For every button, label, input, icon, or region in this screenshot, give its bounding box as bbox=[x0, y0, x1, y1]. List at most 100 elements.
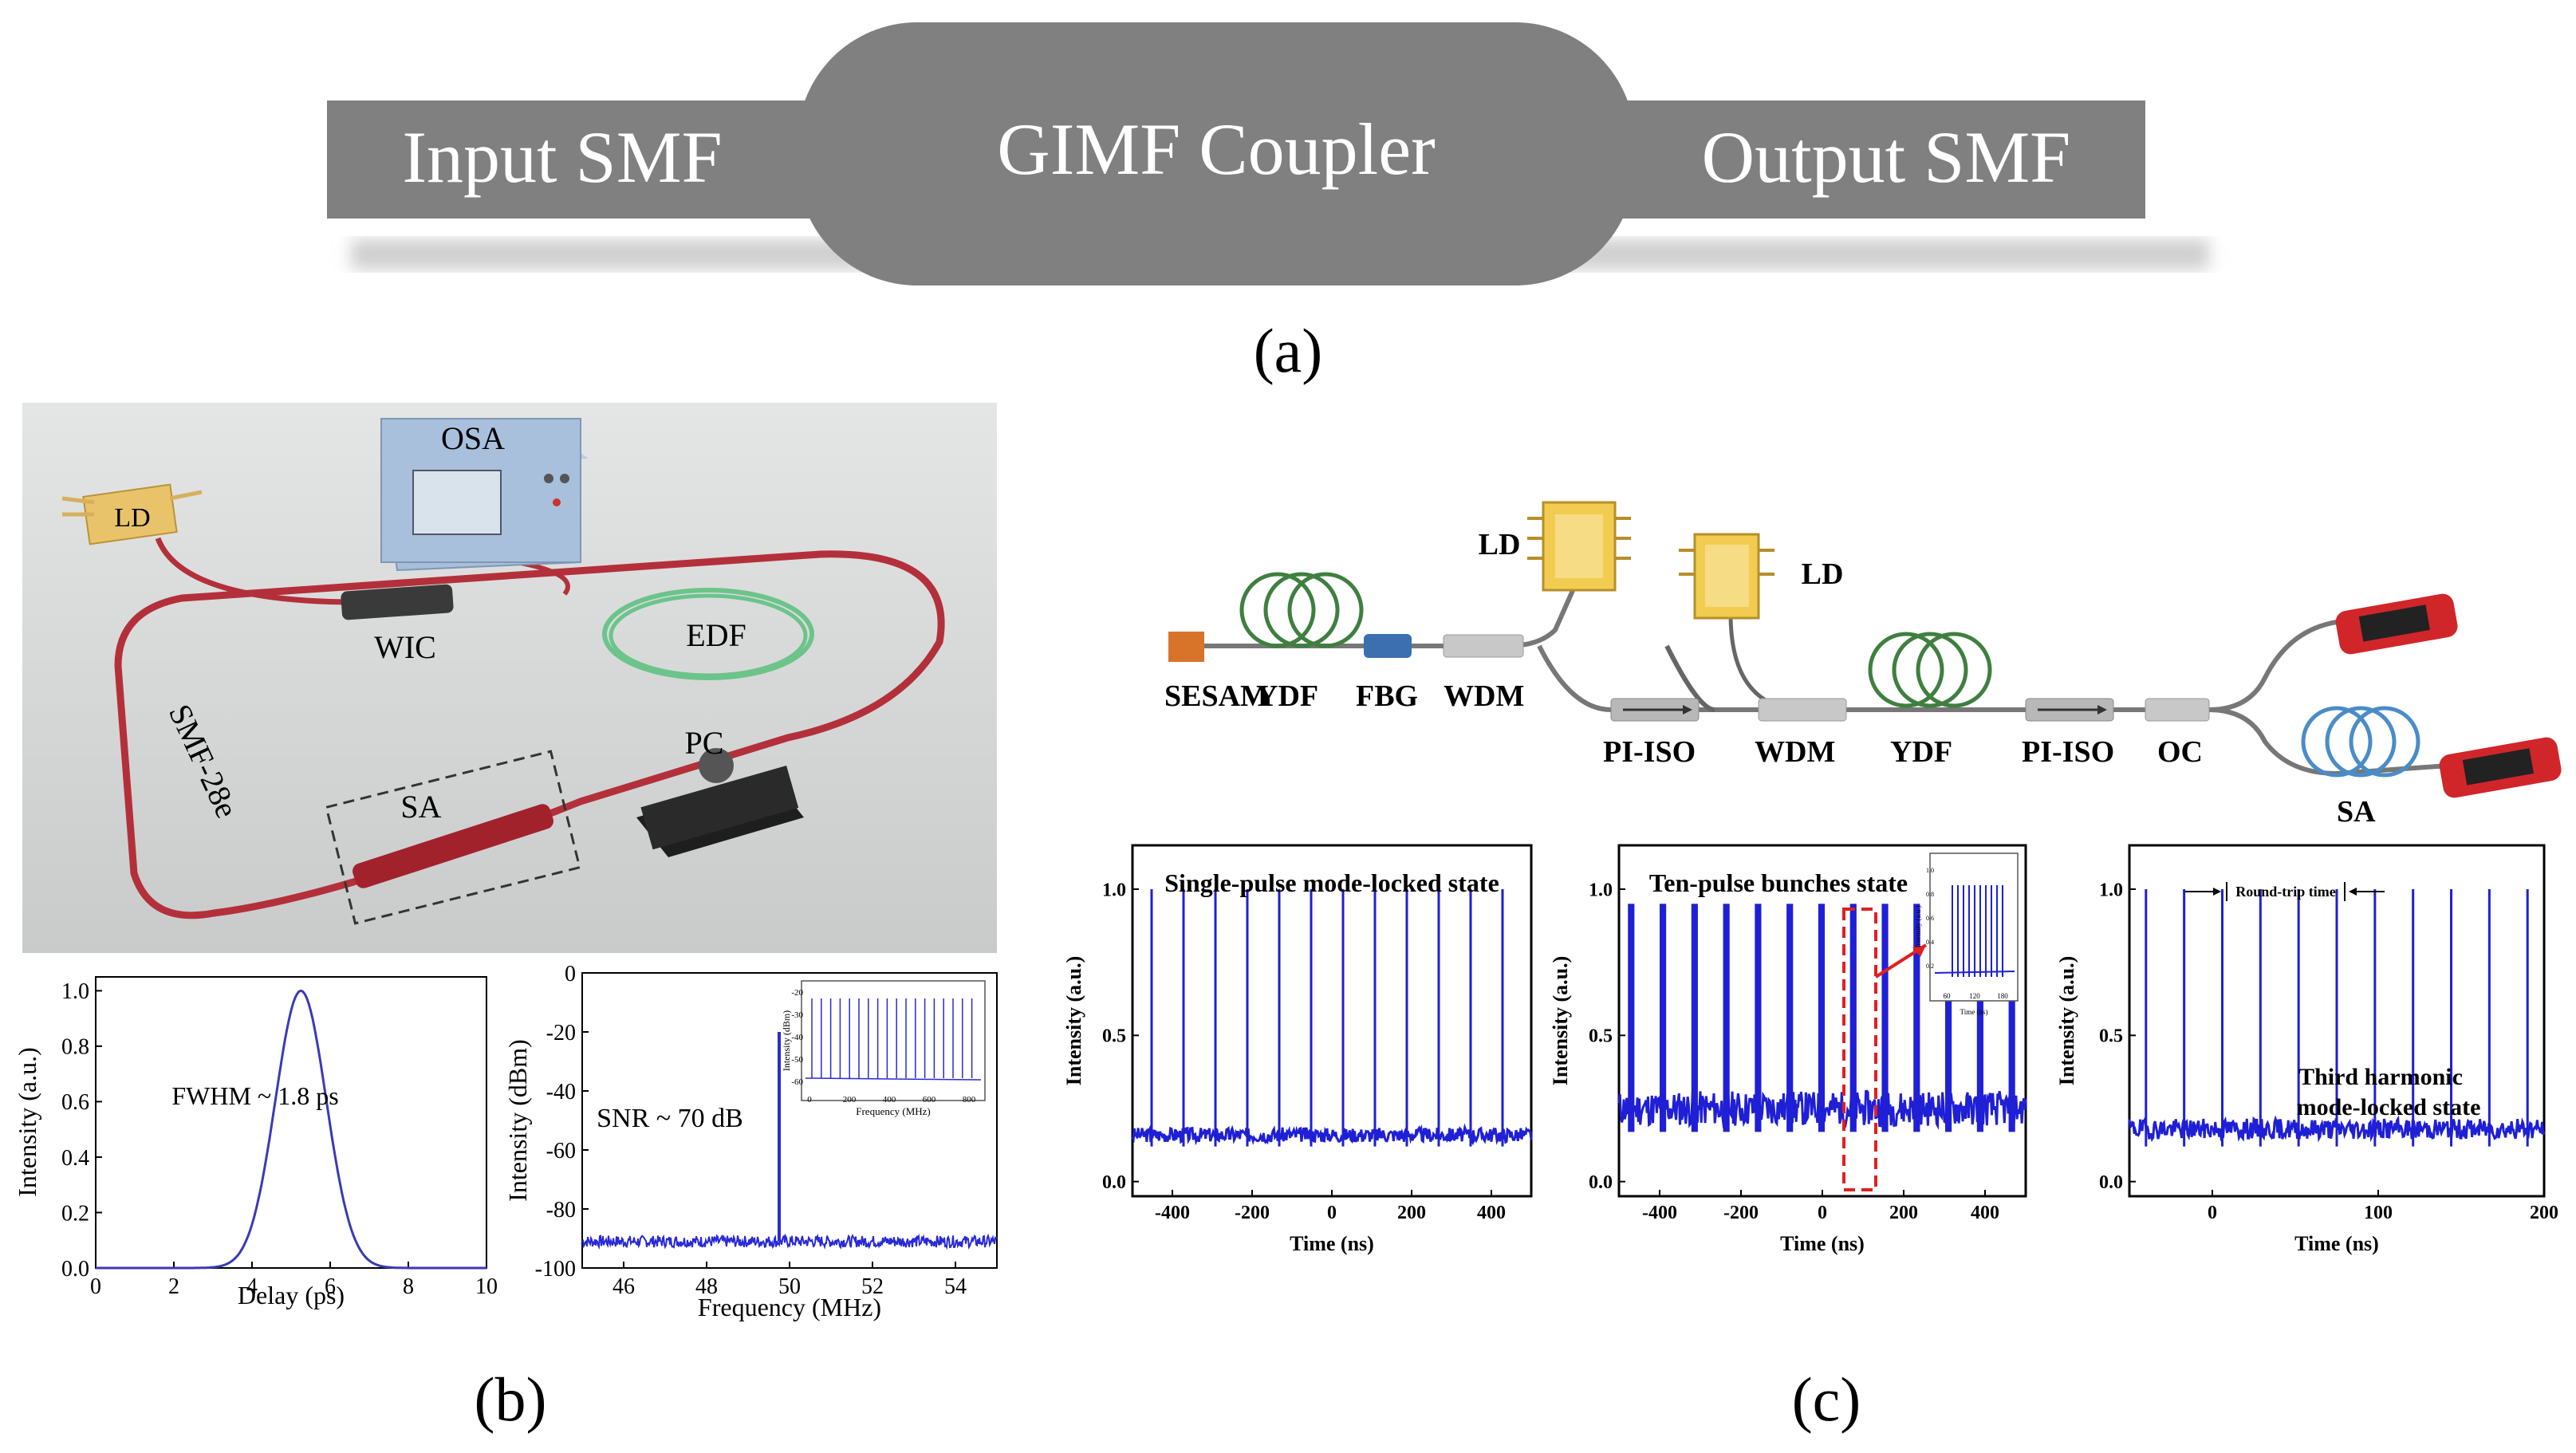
y-tick-label: 0.0 bbox=[1102, 1172, 1126, 1193]
panel-label-b: (b) bbox=[474, 1364, 547, 1434]
fbg-device bbox=[1364, 634, 1412, 658]
tp-inset-ytick: 0.6 bbox=[1926, 915, 1934, 922]
sa-label-b: SA bbox=[400, 789, 441, 825]
ydf-label-1: YDF bbox=[1256, 679, 1318, 713]
x-tick-label: 0 bbox=[2208, 1203, 2217, 1223]
y-tick-label: 0.0 bbox=[61, 1257, 89, 1282]
tp-inset-xlabel: Time (ns) bbox=[1960, 1008, 1988, 1016]
tp-inset-xtick: 120 bbox=[1969, 992, 1980, 1000]
x-tick-label: 48 bbox=[695, 1274, 718, 1299]
x-tick-label: -200 bbox=[1723, 1203, 1759, 1223]
ld1-device bbox=[1527, 501, 1631, 592]
x-tick-label: 0 bbox=[90, 1274, 101, 1299]
tp-bunch bbox=[1881, 904, 1889, 1132]
osa-label: OSA bbox=[441, 420, 505, 456]
edf-label: EDF bbox=[686, 617, 746, 653]
tp-ylabel: Intensity (a.u.) bbox=[1549, 956, 1572, 1086]
tp-inset-ytick: 0.4 bbox=[1926, 939, 1934, 946]
y-tick-label: 0.2 bbox=[61, 1201, 89, 1226]
tp-bunch bbox=[2008, 904, 2015, 1132]
th-xlabel: Time (ns) bbox=[2294, 1232, 2379, 1255]
y-tick-label: 0.8 bbox=[61, 1035, 89, 1060]
panel-a-diagram: Input SMF GIMF Coupler Output SMF bbox=[327, 22, 2209, 285]
wdm-label-2: WDM bbox=[1755, 735, 1835, 769]
edf-coil bbox=[602, 588, 814, 680]
x-tick-label: 46 bbox=[612, 1274, 635, 1299]
autocorrelation-curve bbox=[96, 989, 486, 1270]
panel-label-c: (c) bbox=[1791, 1364, 1861, 1434]
tp-inset-ytick: 0.8 bbox=[1926, 891, 1934, 898]
y-tick-label: 0.6 bbox=[61, 1090, 89, 1115]
tp-inset-ylabel: Intensity (a.u.) bbox=[1914, 906, 1922, 948]
wic-label: WIC bbox=[374, 629, 436, 665]
x-tick-label: -400 bbox=[1155, 1203, 1190, 1223]
rf-inset-ylabel: Intensity (dBm) bbox=[781, 1010, 792, 1071]
x-tick-label: 400 bbox=[1971, 1203, 1999, 1223]
y-tick-label: -60 bbox=[546, 1139, 576, 1164]
tp-bunch bbox=[1849, 904, 1857, 1132]
tp-inset-ytick: 1.0 bbox=[1926, 867, 1934, 874]
gimf-coupler-label: GIMF Coupler bbox=[997, 108, 1435, 190]
tp-bunch bbox=[1945, 904, 1952, 1132]
wdm-label-1: WDM bbox=[1444, 679, 1524, 713]
tp-inset-xtick: 180 bbox=[1997, 992, 2008, 1000]
x-tick-label: 200 bbox=[1889, 1203, 1918, 1223]
x-tick-label: -200 bbox=[1235, 1203, 1270, 1223]
power-meter-2 bbox=[2439, 737, 2562, 798]
sa-label-c: SA bbox=[2337, 795, 2376, 829]
x-tick-label: 10 bbox=[475, 1274, 498, 1299]
panel-label-a: (a) bbox=[1253, 316, 1323, 385]
panel-c-setup: LD LD SESAM YDF FBG WDM PI- bbox=[1164, 501, 2562, 829]
sp-xlabel: Time (ns) bbox=[1290, 1232, 1374, 1255]
pc-device bbox=[636, 748, 804, 857]
oc-branch-up bbox=[2208, 620, 2338, 712]
x-tick-label: 50 bbox=[778, 1274, 801, 1299]
x-tick-label: 52 bbox=[861, 1274, 884, 1299]
ld-fiber bbox=[155, 537, 358, 605]
y-tick-label: -20 bbox=[546, 1021, 576, 1045]
y-tick-label: 1.0 bbox=[1589, 880, 1613, 900]
rf-inset-ytick: -30 bbox=[791, 1010, 803, 1020]
plot-frame bbox=[95, 976, 487, 1269]
rf-inset-xtick: 800 bbox=[963, 1095, 976, 1105]
tp-xlabel: Time (ns) bbox=[1780, 1232, 1865, 1255]
panel-b-setup: OSA LD WIC EDF PC SA SMF-28e bbox=[22, 403, 997, 953]
tp-bunch bbox=[1755, 904, 1762, 1132]
wdm-device-1 bbox=[1443, 634, 1524, 658]
x-tick-label: 8 bbox=[403, 1274, 414, 1299]
ld-label-b: LD bbox=[114, 503, 150, 533]
round-trip-annotation bbox=[2185, 882, 2385, 901]
wic-device bbox=[341, 584, 454, 620]
rf-inset-floor bbox=[805, 1077, 982, 1081]
oc-label: OC bbox=[2157, 735, 2203, 769]
ld-device bbox=[61, 483, 203, 545]
state-label-2: mode-locked state bbox=[2297, 1094, 2481, 1120]
sa-device bbox=[353, 804, 553, 888]
x-tick-label: 54 bbox=[944, 1274, 967, 1299]
rf-inset-xtick: 0 bbox=[807, 1095, 812, 1105]
rf-inset-xtick: 600 bbox=[923, 1095, 936, 1105]
ydf-coil-2 bbox=[1868, 632, 1992, 708]
rf-inset-ytick: -60 bbox=[791, 1077, 803, 1087]
tp-bunch bbox=[1786, 904, 1794, 1132]
ld2-device bbox=[1679, 533, 1774, 620]
y-tick-label: 0.5 bbox=[1102, 1026, 1126, 1047]
pi-iso-label-1: PI-ISO bbox=[1603, 735, 1696, 769]
rf-inset-ytick: -40 bbox=[791, 1033, 803, 1042]
fiber-upper bbox=[1172, 557, 1589, 648]
rf-inset-ytick: -50 bbox=[791, 1055, 803, 1065]
oc-branch-down bbox=[2208, 707, 2449, 777]
tp-title: Ten-pulse bunches state bbox=[1649, 868, 1908, 897]
fiber-main bbox=[1537, 644, 2209, 712]
th-ylabel: Intensity (a.u.) bbox=[2055, 956, 2078, 1086]
ydf-coil-1 bbox=[1239, 572, 1364, 648]
ld2-fiber bbox=[1728, 613, 1795, 712]
y-tick-label: 0 bbox=[565, 962, 576, 986]
x-tick-label: 6 bbox=[325, 1274, 336, 1299]
sa-dashed-box bbox=[325, 750, 581, 925]
y-tick-label: 0.5 bbox=[2099, 1026, 2123, 1047]
sp-baseline bbox=[1131, 1123, 1533, 1146]
